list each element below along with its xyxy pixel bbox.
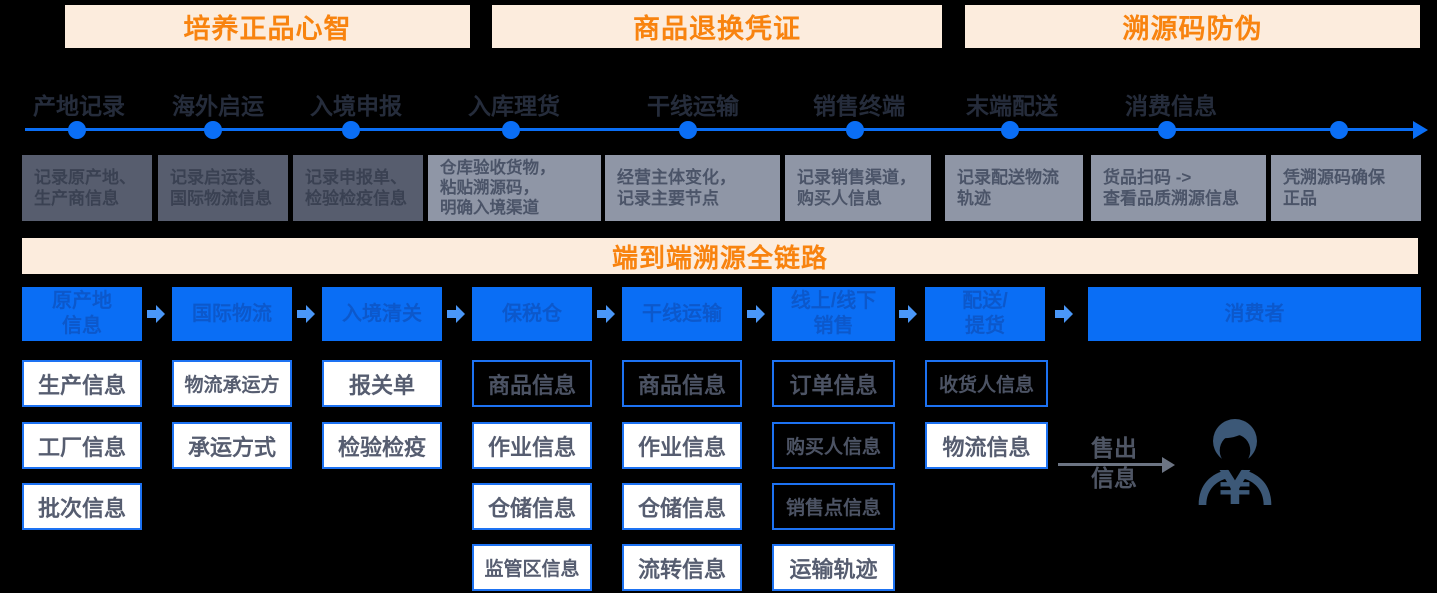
sold-arrow-icon [1162, 457, 1175, 473]
detail-box: 购买人信息 [772, 422, 895, 469]
process-arrow-icon [899, 305, 917, 323]
detail-box: 商品信息 [622, 360, 742, 407]
stage-note: 记录配送物流 轨迹 [945, 155, 1083, 221]
detail-box: 监管区信息 [472, 544, 592, 591]
detail-box: 生产信息 [22, 360, 142, 407]
timeline-dot [342, 121, 360, 139]
process-arrow-icon [747, 305, 765, 323]
stage-note: 记录启运港、 国际物流信息 [158, 155, 288, 221]
stage-note: 经营主体变化， 记录主要节点 [605, 155, 780, 221]
detail-box: 物流信息 [925, 422, 1048, 469]
timeline-dot [1330, 121, 1348, 139]
sold-info-label: 售出 信息 [1091, 435, 1137, 491]
process-step: 原产地 信息 [22, 287, 142, 341]
detail-box: 订单信息 [772, 360, 895, 407]
process-arrow-icon [297, 305, 315, 323]
stage-note: 凭溯源码确保 正品 [1271, 155, 1421, 221]
detail-box: 仓储信息 [622, 483, 742, 530]
stage-note: 记录销售渠道， 购买人信息 [785, 155, 931, 221]
timeline-dot [679, 121, 697, 139]
process-step: 配送/ 提货 [925, 287, 1045, 341]
detail-box: 销售点信息 [772, 483, 895, 530]
stage-note: 货品扫码 -> 查看品质溯源信息 [1091, 155, 1266, 221]
detail-box: 报关单 [322, 360, 442, 407]
timeline-dot [68, 121, 86, 139]
detail-box: 商品信息 [472, 360, 592, 407]
timeline-stage-label: 末端配送 [966, 93, 1058, 119]
timeline-stage-label: 海外启运 [172, 93, 264, 119]
stage-note: 记录原产地、 生产商信息 [22, 155, 152, 221]
sold-arrow-line [1058, 463, 1164, 466]
timeline-stage-label: 入库理货 [468, 93, 560, 119]
process-step: 保税仓 [472, 287, 592, 341]
process-arrow-icon [597, 305, 615, 323]
process-step: 消费者 [1088, 287, 1421, 341]
consumer-person-icon: ¥ [1198, 419, 1272, 512]
process-arrow-icon [1055, 305, 1073, 323]
detail-box: 收货人信息 [925, 360, 1048, 407]
timeline-stage-label: 销售终端 [813, 93, 905, 119]
header-banner-1: 培养正品心智 [65, 5, 470, 48]
detail-box: 检验检疫 [322, 422, 442, 469]
process-step: 入境清关 [322, 287, 442, 341]
detail-box: 运输轨迹 [772, 544, 895, 591]
timeline-dot [204, 121, 222, 139]
process-arrow-icon [447, 305, 465, 323]
detail-box: 作业信息 [622, 422, 742, 469]
detail-box: 流转信息 [622, 544, 742, 591]
svg-text:¥: ¥ [1219, 461, 1251, 512]
detail-box: 承运方式 [172, 422, 292, 469]
timeline-dot [846, 121, 864, 139]
timeline-dot [1158, 121, 1176, 139]
detail-box: 作业信息 [472, 422, 592, 469]
header-banner-3: 溯源码防伪 [965, 5, 1420, 48]
process-step: 线上/线下 销售 [772, 287, 895, 341]
detail-box: 仓储信息 [472, 483, 592, 530]
header-banner-2: 商品退换凭证 [492, 5, 942, 48]
banner-label: 端到端溯源全链路 [611, 242, 828, 273]
stage-note: 仓库验收货物， 粘贴溯源码， 明确入境渠道 [428, 155, 601, 221]
timeline-stage-label: 干线运输 [647, 93, 739, 119]
timeline-stage-label: 入境申报 [310, 93, 402, 119]
header-label: 商品退换凭证 [633, 14, 801, 44]
process-step: 国际物流 [172, 287, 292, 341]
timeline-stage-label: 产地记录 [33, 93, 125, 119]
detail-box: 物流承运方 [172, 360, 292, 407]
detail-box: 批次信息 [22, 483, 142, 530]
process-arrow-icon [147, 305, 165, 323]
timeline-arrow-icon [1413, 121, 1428, 139]
header-label: 培养正品心智 [183, 14, 352, 44]
full-chain-banner: 端到端溯源全链路 [22, 238, 1418, 274]
detail-box: 工厂信息 [22, 422, 142, 469]
timeline-dot [1001, 121, 1019, 139]
timeline-dot [502, 121, 520, 139]
header-label: 溯源码防伪 [1122, 14, 1263, 44]
timeline-stage-label: 消费信息 [1125, 93, 1217, 119]
timeline-line [25, 128, 1417, 131]
process-step: 干线运输 [622, 287, 742, 341]
stage-note: 记录申报单、 检验检疫信息 [293, 155, 423, 221]
